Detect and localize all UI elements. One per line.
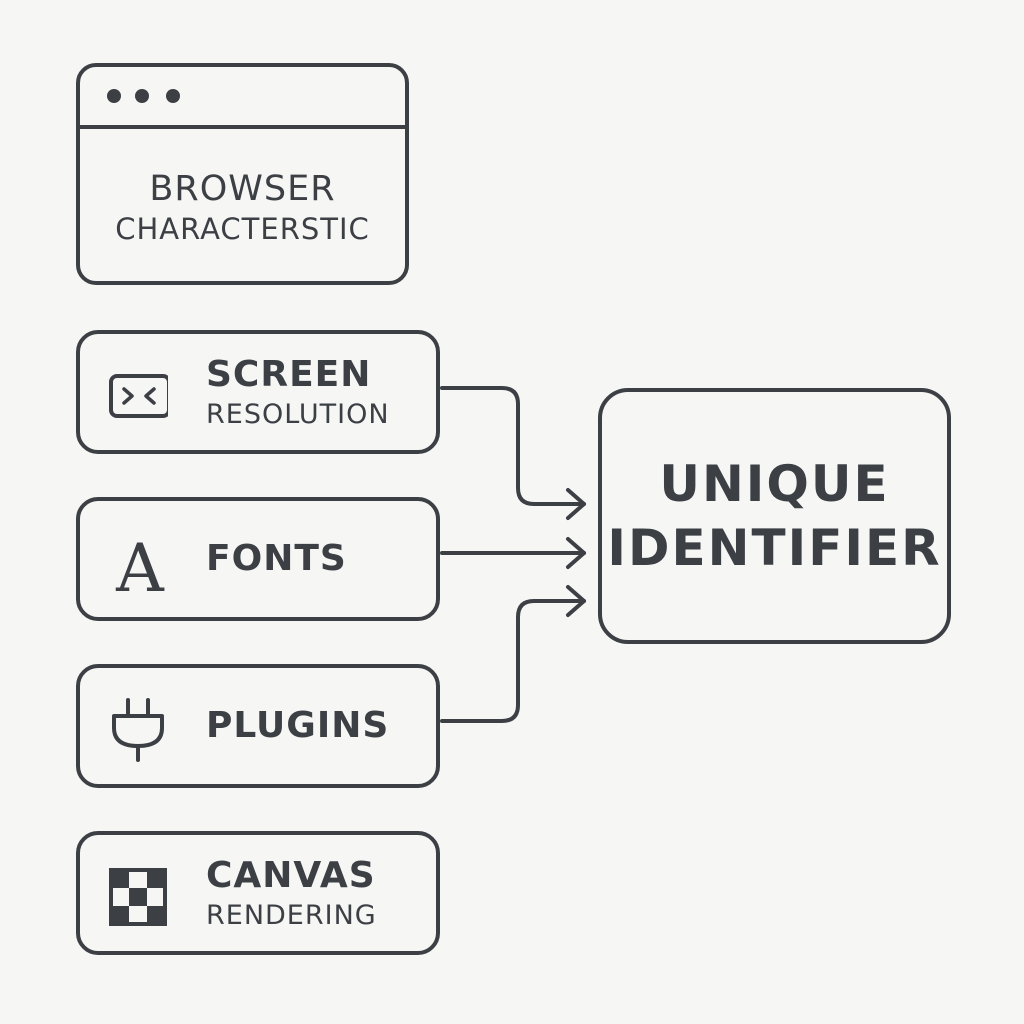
screen-title: SCREEN	[206, 353, 372, 395]
node-browser-characteristic: BROWSER CHARACTERSTIC	[76, 63, 409, 285]
svg-text:A: A	[115, 533, 165, 597]
plugins-title: PLUGINS	[206, 705, 390, 746]
window-dot-icon	[166, 89, 180, 103]
arrowhead-plugins	[566, 585, 586, 617]
node-fonts: A FONTS	[76, 497, 440, 621]
window-dot-icon	[107, 89, 121, 103]
node-screen-resolution: SCREEN RESOLUTION	[76, 330, 440, 454]
screen-subtitle: RESOLUTION	[206, 398, 390, 430]
browser-window-icon	[80, 67, 405, 129]
node-unique-identifier: UNIQUE IDENTIFIER	[598, 388, 951, 644]
node-canvas-rendering: CANVAS RENDERING	[76, 831, 440, 955]
fonts-title: FONTS	[206, 538, 347, 579]
node-plugins: PLUGINS	[76, 664, 440, 788]
unique-title-line2: IDENTIFIER	[607, 519, 942, 577]
arrowhead-screen	[566, 488, 586, 520]
font-letter-icon: A	[108, 530, 168, 607]
arrowhead-fonts	[566, 537, 586, 569]
edge-screen-to-unique	[440, 386, 586, 506]
canvas-subtitle: RENDERING	[206, 899, 377, 931]
browser-subtitle: CHARACTERSTIC	[115, 212, 370, 246]
browser-title: BROWSER	[149, 169, 336, 209]
edge-plugins-to-unique	[440, 599, 586, 723]
canvas-title: CANVAS	[206, 854, 376, 896]
unique-title-line1: UNIQUE	[659, 455, 890, 513]
checkerboard-icon	[108, 867, 168, 927]
plug-icon	[108, 698, 168, 762]
window-dot-icon	[135, 89, 149, 103]
screen-resolution-icon	[108, 366, 171, 426]
